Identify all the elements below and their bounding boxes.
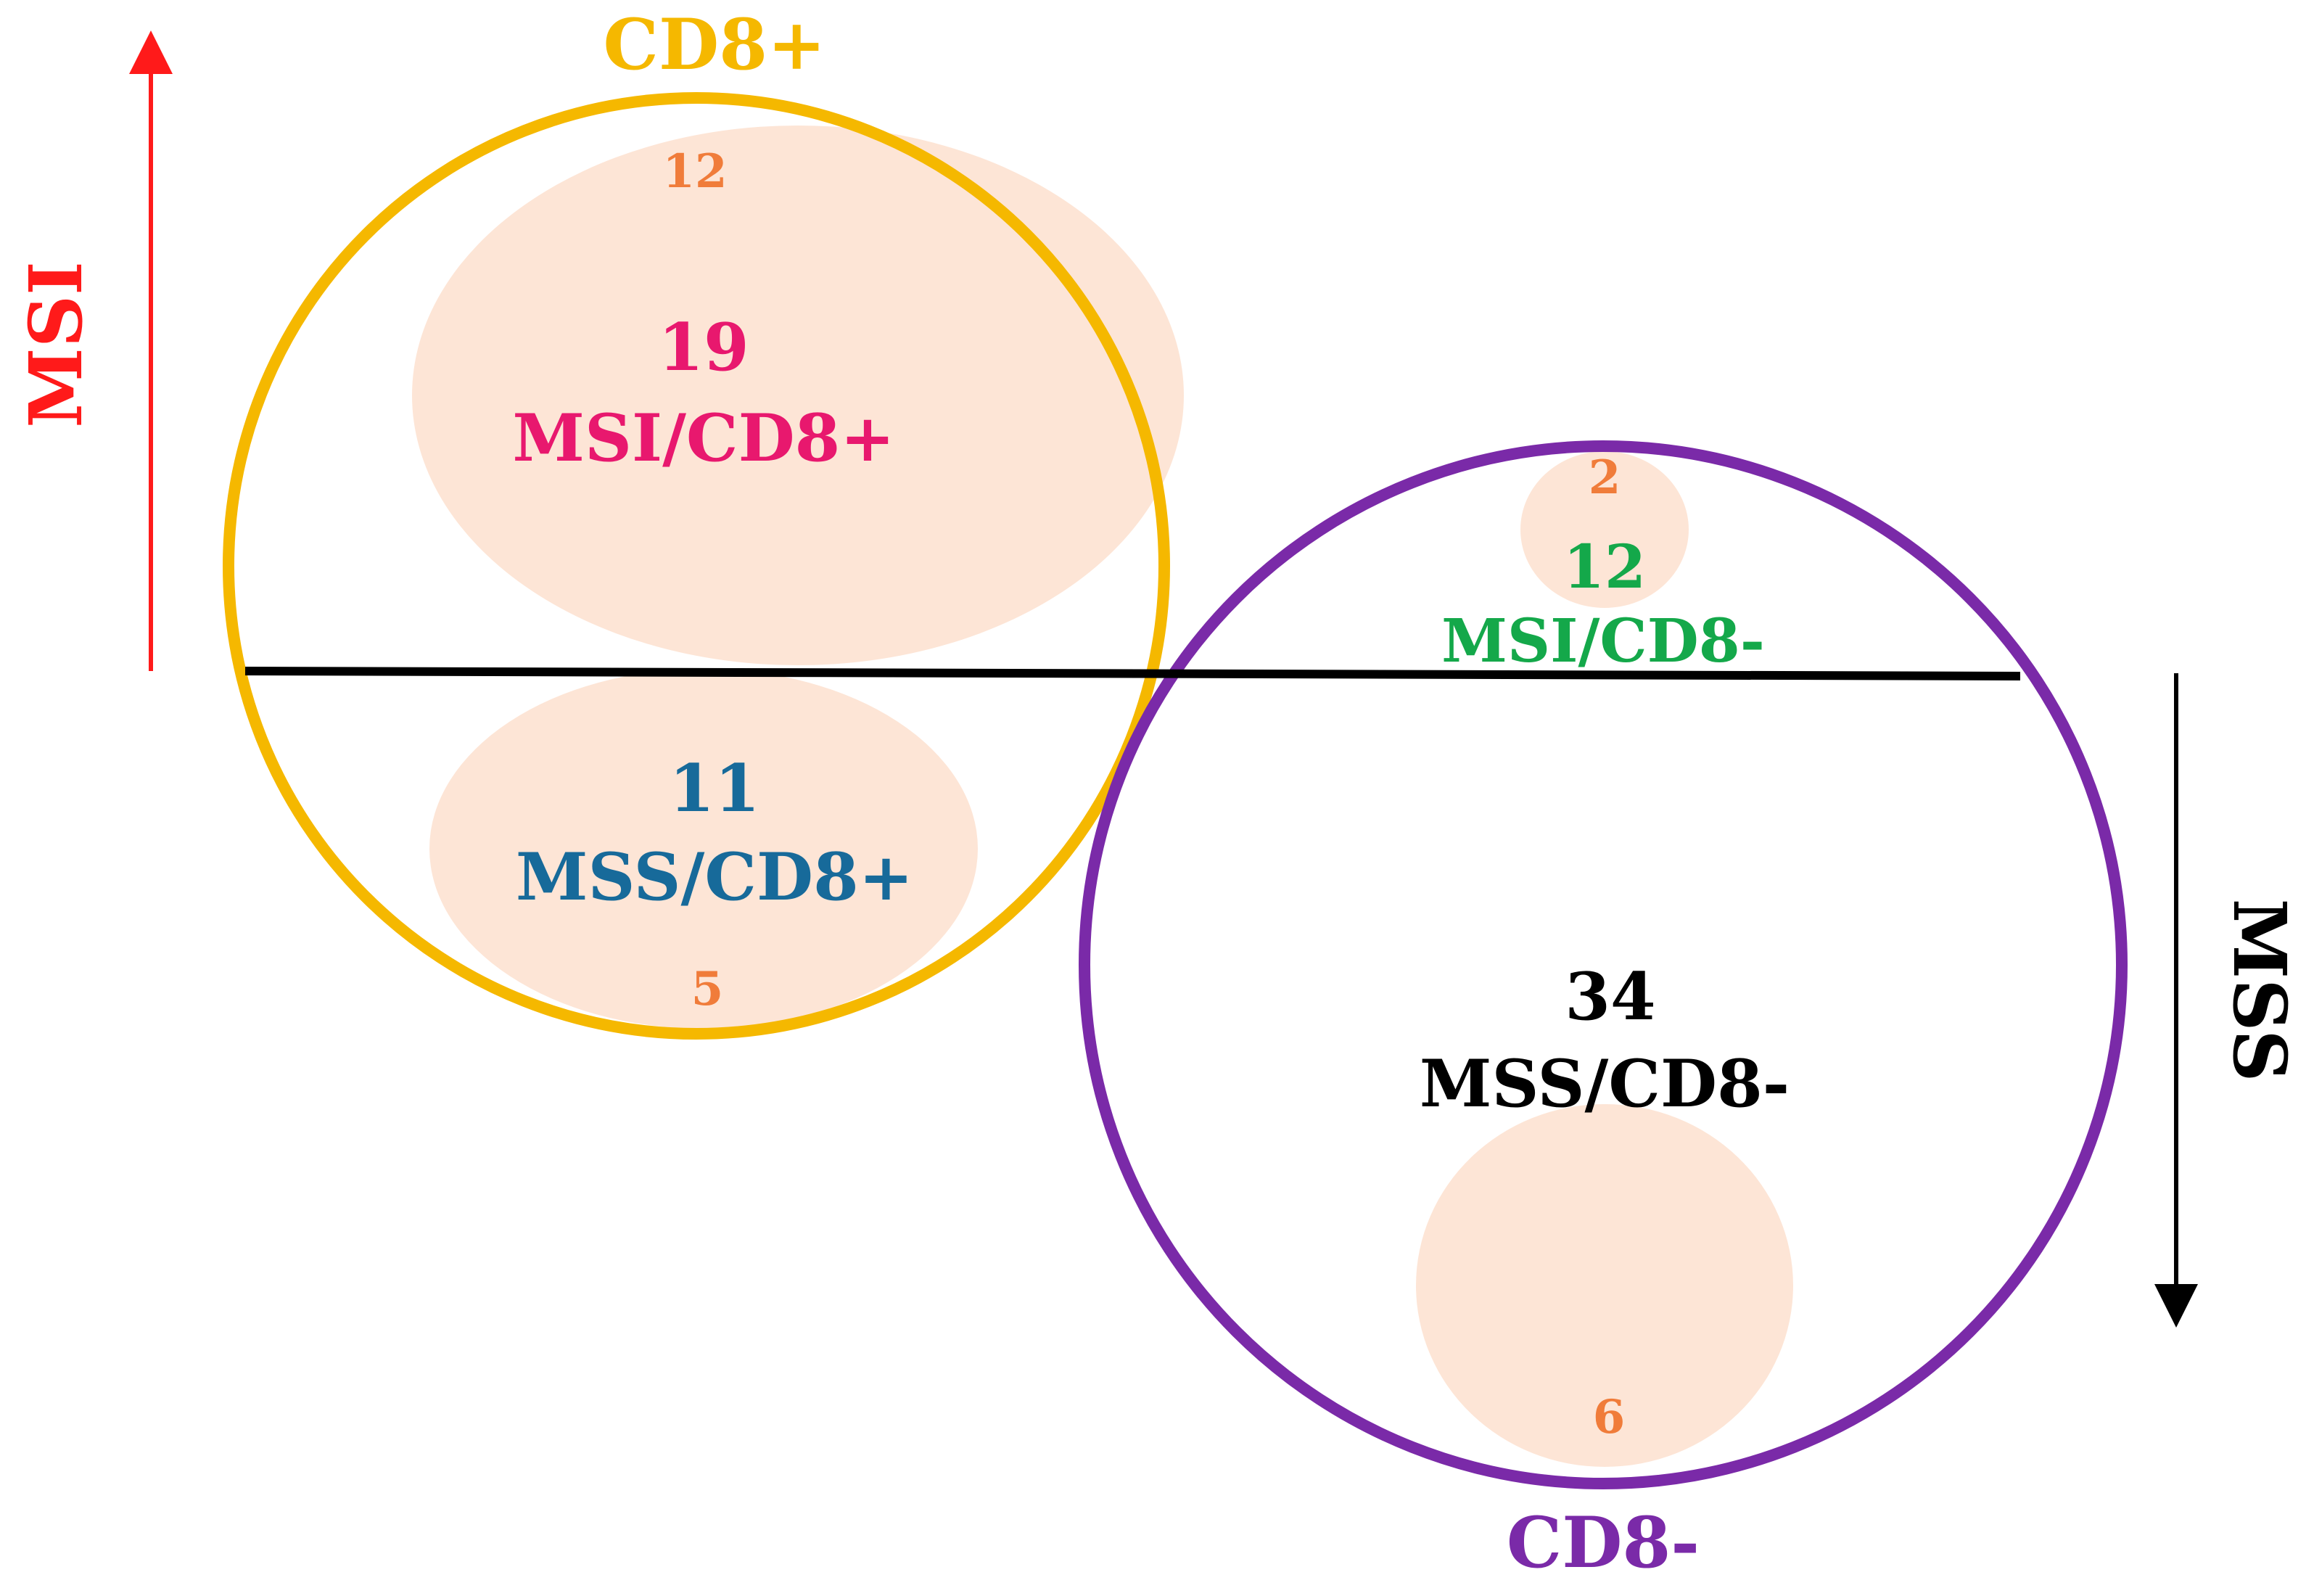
mss-cd8-neg-subgroup xyxy=(1416,1104,1793,1467)
msi-mss-divider xyxy=(244,667,2021,680)
msi-cd8-neg-sub-count: 2 xyxy=(1589,451,1621,505)
cd8-pos-circle xyxy=(223,92,1170,1040)
msi-axis-label: MSI xyxy=(13,261,99,428)
msi-cd8-pos-subgroup xyxy=(412,126,1184,665)
mss-cd8-pos-sub-count: 5 xyxy=(691,962,724,1016)
cd8-neg-title: CD8- xyxy=(1507,1502,1700,1584)
mss-cd8-pos-subgroup xyxy=(429,669,978,1029)
mss-cd8-pos-count: 11 xyxy=(669,750,759,827)
mss-cd8-neg-sub-count: 6 xyxy=(1593,1390,1626,1444)
mss-cd8-neg-name: MSS/CD8- xyxy=(1420,1045,1790,1122)
msi-cd8-neg-subgroup xyxy=(1520,451,1689,608)
mss-axis-label: MSS xyxy=(2217,899,2302,1082)
msi-cd8-pos-count: 19 xyxy=(658,309,749,386)
cd8-neg-circle xyxy=(1079,440,2128,1489)
msi-cd8-pos-name: MSI/CD8+ xyxy=(512,400,894,477)
mss-cd8-pos-name: MSS/CD8+ xyxy=(516,839,913,916)
mss-cd8-neg-count: 34 xyxy=(1565,958,1655,1035)
cd8-pos-title: CD8+ xyxy=(604,4,826,86)
msi-cd8-pos-sub-count: 12 xyxy=(662,144,727,199)
msi-cd8-neg-count: 12 xyxy=(1563,532,1646,602)
msi-cd8-neg-name: MSI/CD8- xyxy=(1441,606,1765,676)
